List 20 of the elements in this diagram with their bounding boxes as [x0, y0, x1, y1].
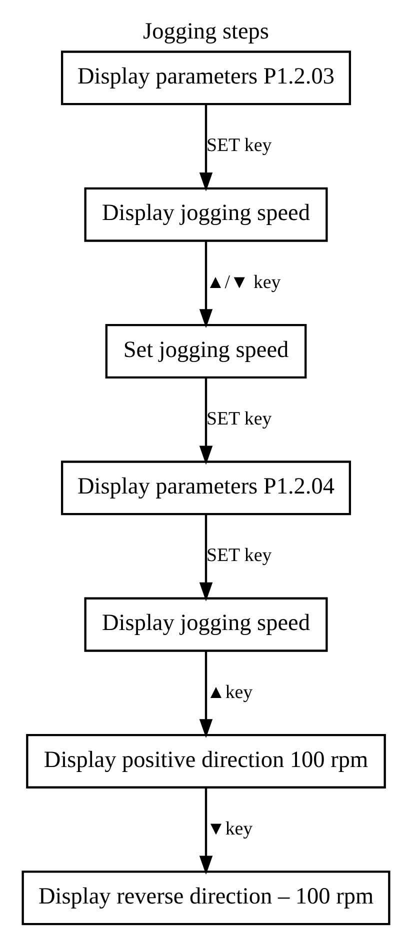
arrow	[199, 378, 213, 465]
arrow	[199, 104, 213, 192]
node-box: Display parameters P1.2.04	[60, 460, 352, 516]
arrow	[199, 651, 213, 738]
node-box: Display jogging speed	[84, 187, 328, 242]
edge-label: SET key	[206, 135, 272, 156]
arrow	[199, 241, 213, 328]
edge-label: SET key	[206, 545, 272, 566]
diagram-title: Jogging steps	[143, 18, 269, 44]
edge-label: ▲/▼ key	[206, 272, 281, 293]
node-box: Display parameters P1.2.03	[60, 50, 352, 106]
node-box: Display positive direction 100 rpm	[26, 734, 386, 788]
arrow	[199, 514, 213, 602]
edge-label: SET key	[206, 408, 272, 430]
node-box: Display jogging speed	[84, 597, 328, 652]
node-box: Display reverse direction – 100 rpm	[22, 870, 390, 926]
edge-label: ▼key	[206, 818, 253, 840]
edge-label: ▲key	[206, 682, 253, 703]
node-box: Set jogging speed	[105, 324, 307, 378]
arrow	[199, 788, 213, 875]
